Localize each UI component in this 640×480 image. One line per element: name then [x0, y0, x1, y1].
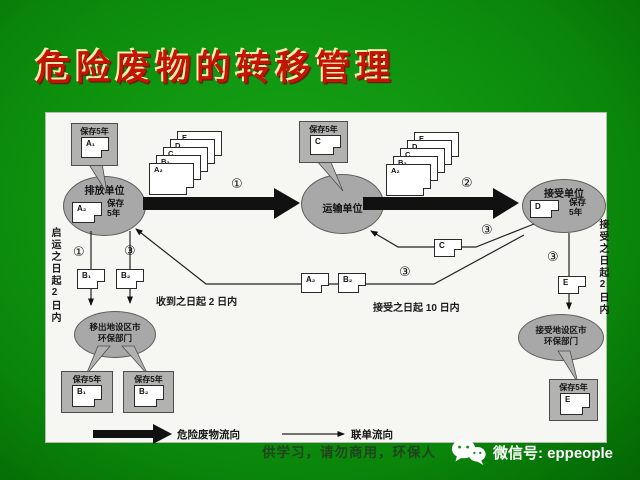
copy-a2-return-box: A₂ — [301, 273, 329, 293]
keep-5yr-label: 保存5年 — [134, 375, 163, 384]
callout-keep-e: 保存5年 E — [549, 379, 598, 421]
keep-line1: 保存 — [569, 197, 587, 207]
node-dest-epa-label: 接受地设区市环保部门 — [519, 325, 603, 347]
note-accept-10days: 接受之日起 10 日内 — [373, 303, 460, 314]
callout-tail-c — [315, 159, 344, 192]
step-1-badge-b1: ① — [73, 244, 85, 259]
manifest-line-return-to-discharge — [135, 228, 525, 285]
note-accept-2days: 接受之日起2日内 — [597, 219, 608, 316]
copy-b2-transit-box: B₂ — [116, 269, 144, 289]
copy-b2-kept-box: B₂ — [134, 385, 164, 407]
node-transport-label: 运输单位 — [322, 204, 363, 215]
copy-a1-box: A₁ — [81, 137, 109, 158]
copy-b1-kept-box: B₁ — [72, 385, 102, 407]
copy-c-transit-box: C — [434, 239, 462, 257]
stack-sheet-a2: A₂ — [386, 164, 431, 196]
callout-keep-b1: 保存5年 B₁ — [61, 371, 113, 413]
keep-line2: 5年 — [107, 207, 121, 218]
copy-b2-return-box: B₂ — [338, 273, 366, 293]
legend-waste-label: 危险废物流向 — [177, 429, 240, 441]
copy-d-kept-box: D — [530, 200, 559, 218]
step-1-badge: ① — [231, 176, 243, 191]
note-received-2days: 收到之日起 2 日内 — [156, 297, 238, 308]
legend-waste-arrow — [93, 424, 172, 444]
waste-arrow-2 — [363, 188, 519, 219]
step-3-badge-e: ③ — [547, 249, 559, 264]
waste-arrow-1 — [143, 188, 300, 219]
callout-tail-b1 — [85, 345, 111, 376]
origin-epa-line2: 环保部门 — [97, 333, 132, 344]
copy-e-kept-box: E — [560, 393, 590, 415]
keep-5yr-label: 保存5年 — [309, 125, 338, 134]
legend-manifest-label: 联单流向 — [351, 429, 393, 441]
keep-line1: 保存 — [107, 198, 125, 208]
watermark-text: 供学习，请勿商用，环保人 — [262, 445, 436, 460]
callout-keep-c: 保存5年 C — [299, 121, 348, 163]
note-depart-2days: 启运之日起2日内 — [49, 227, 60, 324]
wechat-id-text: 微信号: eppeople — [493, 444, 614, 462]
stack-sheet-a2: A₂ — [149, 163, 194, 195]
callout-tail-e — [557, 350, 579, 384]
callout-tail-b2 — [121, 345, 149, 376]
dest-epa-line1: 接受地设区市 — [535, 325, 587, 335]
keep-line2: 5年 — [569, 206, 583, 217]
keep-5yr-label: 保存5年 — [559, 383, 588, 392]
keep-5yr-label: 保存5年 — [80, 127, 109, 136]
origin-epa-line1: 移出地设区市 — [89, 322, 141, 332]
callout-tail-a1 — [87, 162, 108, 194]
callout-keep-a1: 保存5年 A₁ — [71, 123, 118, 166]
copy-e-transit-box: E — [558, 276, 586, 294]
manifest-stack-2: E D C B₂ A₂ — [386, 132, 496, 212]
wechat-icon — [451, 439, 486, 466]
node-origin-epa-label: 移出地设区市环保部门 — [75, 322, 155, 344]
slide-title: 危险废物的转移管理 — [36, 49, 397, 88]
callout-keep-b2: 保存5年 B₂ — [123, 371, 174, 413]
node-discharge-label: 排放单位 — [84, 186, 125, 197]
manifest-stack-1: E D C B₂ A₂ — [149, 131, 259, 211]
keep-5yr-label: 保存5年 — [72, 375, 102, 384]
dest-epa-line2: 环保部门 — [543, 336, 578, 347]
wechat-badge: 微信号: eppeople — [451, 438, 613, 466]
step-3-badge-b2: ③ — [124, 243, 136, 258]
node-origin-epa: 移出地设区市环保部门 — [74, 311, 156, 358]
node-receive-label: 接受单位 — [544, 189, 584, 200]
step-2-badge: ② — [461, 175, 473, 190]
copy-a2-kept-box: A₂ — [72, 202, 102, 223]
copy-b1-transit-box: B₁ — [77, 269, 105, 289]
step-3-badge-return: ③ — [399, 264, 411, 279]
step-3-badge-c: ③ — [481, 222, 493, 237]
copy-c-box: C — [310, 135, 341, 155]
